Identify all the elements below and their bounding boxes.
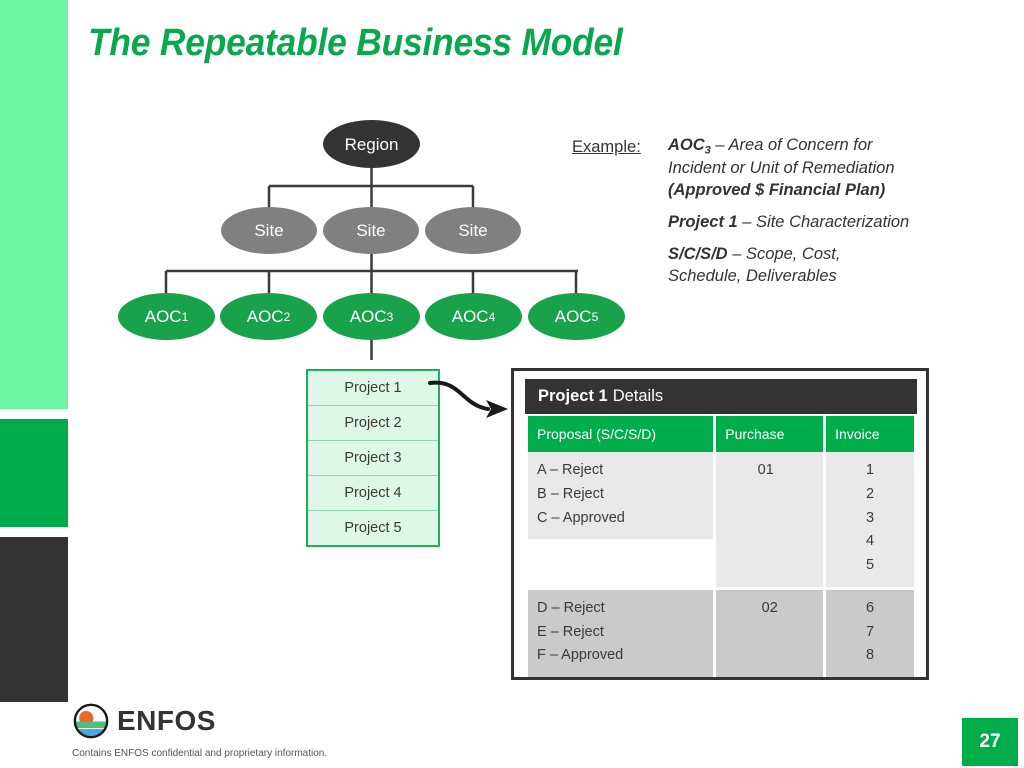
example-line-1-sub: 3 <box>704 144 711 157</box>
cell-proposal-1: A – Reject B – Reject C – Approved <box>528 452 714 540</box>
example-line-3-bold: (Approved $ Financial Plan) <box>668 180 886 199</box>
example-label: Example: <box>572 138 641 156</box>
spacer-cell-3 <box>826 586 914 590</box>
example-line-1-rest: – Area of Concern for <box>710 136 873 154</box>
tree-node-site-3-label: Site <box>458 221 488 240</box>
table-row-spacer <box>528 586 914 590</box>
spacer-cell-1 <box>528 586 714 590</box>
column-header-invoice[interactable]: Invoice <box>826 416 914 452</box>
table-header-row: Proposal (S/C/S/D) Purchase Invoice <box>528 416 914 452</box>
enfos-logo: ENFOS <box>72 702 216 740</box>
tree-node-region[interactable]: Region <box>323 120 420 168</box>
example-line-1: AOC3 – Area of Concern for <box>668 135 1002 158</box>
cell-invoice-1: 1 2 3 4 5 <box>826 452 914 587</box>
spacer-cell-2 <box>716 586 824 590</box>
project-details-title-bold: Project 1 <box>538 387 608 405</box>
enfos-logo-text: ENFOS <box>117 705 216 736</box>
example-line-1-bold: AOC <box>668 136 705 154</box>
tree-node-aoc-2-sub: 2 <box>283 309 291 324</box>
tree-node-site-1[interactable]: Site <box>221 207 317 254</box>
example-line-5-bold: S/C/S/D <box>668 244 728 263</box>
tree-node-aoc-2-label: AOC <box>246 307 284 326</box>
project-list-item-5[interactable]: Project 5 <box>344 520 402 536</box>
tree-node-site-2[interactable]: Site <box>323 207 419 254</box>
tree-node-aoc-4-label: AOC <box>451 307 489 326</box>
decor-bar-dark <box>0 537 68 702</box>
tree-connectors <box>164 168 578 360</box>
tree-node-aoc-5-sub: 5 <box>591 309 599 324</box>
tree-node-aoc-3-label: AOC <box>349 307 387 326</box>
example-line-4-rest: – Site Characterization <box>737 212 910 231</box>
decor-bar-green <box>0 419 68 527</box>
project-list-item-4[interactable]: Project 4 <box>308 476 438 511</box>
page-number-badge: 27 <box>962 718 1018 766</box>
tree-node-aoc-5-label: AOC <box>554 307 592 326</box>
table-row[interactable]: A – Reject B – Reject C – Approved 01 1 … <box>528 452 914 587</box>
table-row[interactable]: D – Reject E – Reject F – Approved 02 6 … <box>528 589 914 678</box>
page-title: The Repeatable Business Model <box>88 22 623 64</box>
tree-node-site-1-label: Site <box>254 221 284 240</box>
cell-proposal-2: D – Reject E – Reject F – Approved <box>528 589 714 678</box>
tree-node-region-label: Region <box>344 134 399 154</box>
example-line-3: (Approved $ Financial Plan) <box>668 180 1002 202</box>
column-header-proposal[interactable]: Proposal (S/C/S/D) <box>528 416 714 452</box>
cell-purchase-1: 01 <box>716 452 824 587</box>
tree-node-aoc-3-sub: 3 <box>386 309 394 324</box>
column-header-purchase[interactable]: Purchase <box>716 416 824 452</box>
example-line-4-bold: Project 1 <box>668 212 738 231</box>
tree-node-aoc-1-sub: 1 <box>181 309 189 324</box>
project-list-item-3[interactable]: Project 3 <box>308 441 438 476</box>
project-list: Project 1 Project 2 Project 3 Project 4 … <box>306 369 440 547</box>
project-details-title-rest: Details <box>612 387 664 405</box>
project-list-item-1[interactable]: Project 1 <box>308 371 438 406</box>
enfos-logo-icon <box>73 703 109 739</box>
tree-node-aoc-1-label: AOC <box>144 307 182 326</box>
decor-bar-light-green <box>0 0 68 409</box>
tree-node-site-2-label: Site <box>356 221 386 240</box>
project-details-table: Proposal (S/C/S/D) Purchase Invoice A – … <box>525 416 917 678</box>
tree-node-site-3[interactable]: Site <box>425 207 521 254</box>
example-line-4: Project 1 – Site Characterization <box>668 212 1002 234</box>
example-line-5-rest: – Scope, Cost, <box>727 244 841 263</box>
cell-purchase-2: 02 <box>716 589 824 678</box>
example-line-6: Schedule, Deliverables <box>668 266 837 285</box>
example-line-2: Incident or Unit of Remediation <box>668 158 895 177</box>
cell-invoice-2: 6 7 8 <box>826 589 914 678</box>
table-body: A – Reject B – Reject C – Approved 01 1 … <box>528 452 914 678</box>
tree-node-aoc-4-sub: 4 <box>488 309 496 324</box>
curved-arrow-icon <box>428 380 508 418</box>
example-body: AOC3 – Area of Concern for Incident or U… <box>668 135 1002 288</box>
example-line-5: S/C/S/D – Scope, Cost, <box>668 244 1002 266</box>
table-head: Proposal (S/C/S/D) Purchase Invoice <box>528 416 914 452</box>
project-list-item-2[interactable]: Project 2 <box>308 406 438 441</box>
example-legend: Example: AOC3 – Area of Concern for Inci… <box>572 135 1002 288</box>
confidential-notice: Contains ENFOS confidential and propriet… <box>72 748 328 759</box>
